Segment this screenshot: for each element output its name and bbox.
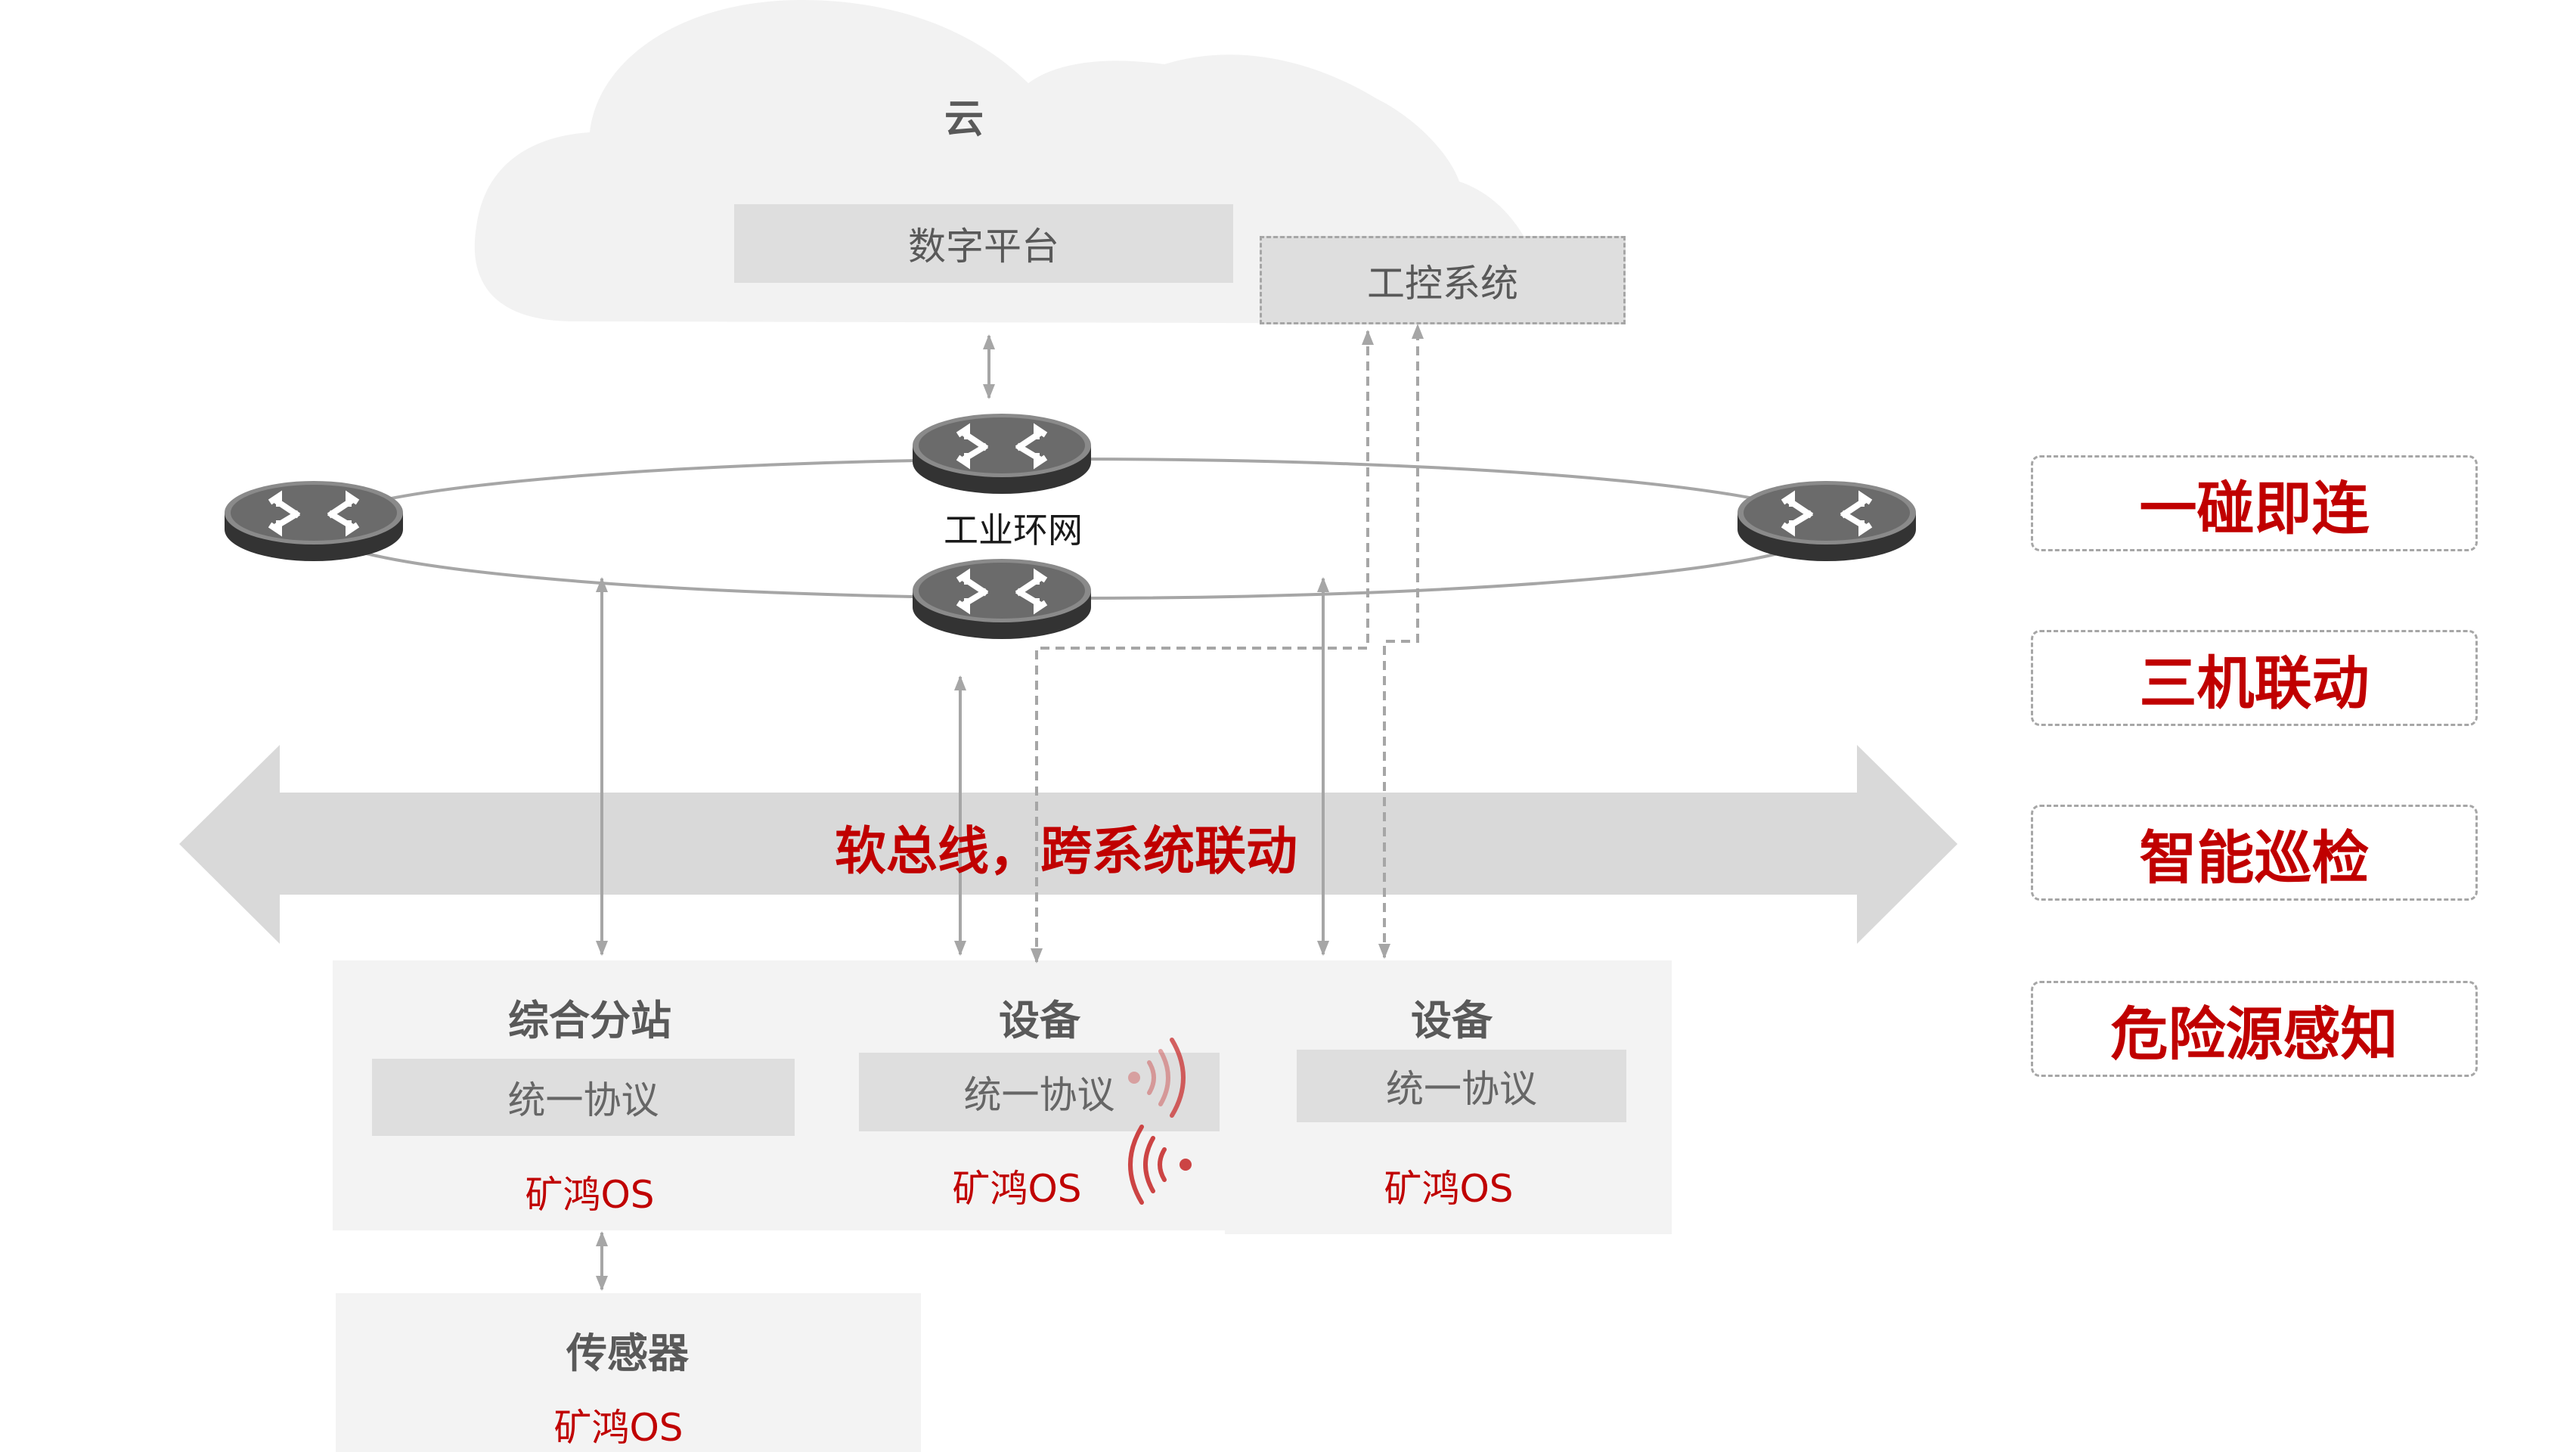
sensor-os-label: 矿鸿OS — [553, 1406, 684, 1450]
ring-router-bottom — [913, 559, 1091, 639]
industrial-control-system-label: 工控系统 — [1367, 261, 1518, 306]
protocol-label: 统一协议 — [507, 1078, 659, 1122]
dashed-link-device2-ics — [1378, 324, 1424, 959]
ring-router-top — [913, 414, 1091, 494]
wireless-signal-icon — [1128, 1038, 1192, 1205]
node-title-substation: 综合分站 — [508, 997, 671, 1044]
ring-router-right — [1737, 481, 1916, 561]
feature-label: 一碰即连 — [2139, 474, 2370, 542]
os-label-device-2: 矿鸿OS — [1384, 1167, 1514, 1211]
feature-label: 三机联动 — [2139, 649, 2370, 717]
cloud-title: 云 — [944, 97, 984, 142]
soft-bus-label: 软总线，跨系统联动 — [834, 822, 1297, 882]
feature-three-machine-linkage: 三机联动 — [2031, 630, 2478, 726]
feature-label: 危险源感知 — [2110, 1000, 2398, 1068]
feature-smart-inspection: 智能巡检 — [2031, 805, 2478, 901]
switch-arrows-icon — [956, 568, 1048, 615]
protocol-box-device-1: 统一协议 — [859, 1053, 1220, 1131]
switch-arrows-icon — [268, 490, 360, 537]
digital-platform-label: 数字平台 — [908, 225, 1059, 268]
feature-label: 智能巡检 — [2139, 824, 2370, 892]
sensor-title: 传感器 — [566, 1329, 689, 1377]
dashed-link-device1-ics — [1031, 330, 1374, 963]
feature-one-touch-connect: 一碰即连 — [2031, 455, 2478, 551]
protocol-box-substation: 统一协议 — [372, 1059, 795, 1136]
os-label-substation: 矿鸿OS — [525, 1173, 655, 1217]
node-title-device-2: 设备 — [1411, 997, 1493, 1044]
ring-router-left — [225, 481, 403, 561]
feature-hazard-sensing: 危险源感知 — [2031, 981, 2478, 1077]
switch-arrows-icon — [1781, 490, 1873, 537]
sensor-panel — [336, 1293, 921, 1452]
protocol-box-device-2: 统一协议 — [1297, 1050, 1626, 1122]
protocol-label: 统一协议 — [963, 1073, 1115, 1117]
node-title-device-1: 设备 — [999, 997, 1080, 1044]
industrial-control-system-box: 工控系统 — [1260, 236, 1626, 324]
switch-arrows-icon — [956, 423, 1048, 470]
ring-network-label: 工业环网 — [944, 510, 1083, 551]
protocol-label: 统一协议 — [1386, 1067, 1537, 1111]
digital-platform-box: 数字平台 — [734, 204, 1233, 283]
os-label-device-1: 矿鸿OS — [952, 1167, 1082, 1211]
